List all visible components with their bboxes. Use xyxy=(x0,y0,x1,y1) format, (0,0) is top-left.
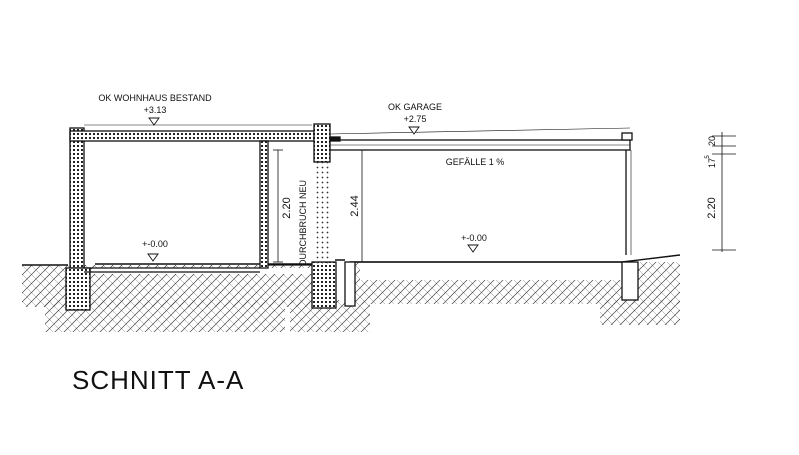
house-left-wall xyxy=(69,127,85,269)
level-label-wohnhaus: OK WOHNHAUS BESTAND xyxy=(98,93,212,103)
dim-right-top: 20 xyxy=(707,136,717,146)
house-right-wall xyxy=(313,123,331,163)
house-inner-wall xyxy=(259,140,269,269)
dimension-lines xyxy=(273,132,736,263)
dim-right-mid: 17 xyxy=(707,158,717,168)
slope-label: GEFÄLLE 1 % xyxy=(446,157,505,167)
level-floor-garage: +-0.00 xyxy=(461,233,487,243)
opening-hatch xyxy=(314,162,330,264)
drawing-title: SCHNITT A-A xyxy=(72,365,244,395)
level-value-wohnhaus: +3.13 xyxy=(144,105,167,115)
dim-right-mid-sup: 5 xyxy=(705,155,711,159)
level-triangle-floor-house xyxy=(147,253,159,262)
level-triangle-garage xyxy=(408,126,420,135)
garage-section xyxy=(329,127,639,307)
level-floor-house: +-0.00 xyxy=(142,239,168,249)
ground-line xyxy=(22,254,681,266)
level-value-garage: +2.75 xyxy=(404,114,427,124)
dim-house-height: 2.20 xyxy=(281,197,293,218)
house-roof-slab xyxy=(69,130,327,142)
level-triangle-floor-garage xyxy=(467,244,479,253)
opening-label: DURCHBRUCH NEU xyxy=(298,180,308,266)
house-left-footing xyxy=(65,267,91,311)
level-triangle-wohnhaus xyxy=(148,117,160,126)
house-section xyxy=(65,123,337,311)
dim-garage-height: 2.44 xyxy=(349,195,361,216)
level-markers xyxy=(147,117,479,262)
level-label-garage: OK GARAGE xyxy=(388,102,442,112)
house-right-footing xyxy=(311,261,337,309)
dim-right-bottom: 2.20 xyxy=(706,197,718,218)
